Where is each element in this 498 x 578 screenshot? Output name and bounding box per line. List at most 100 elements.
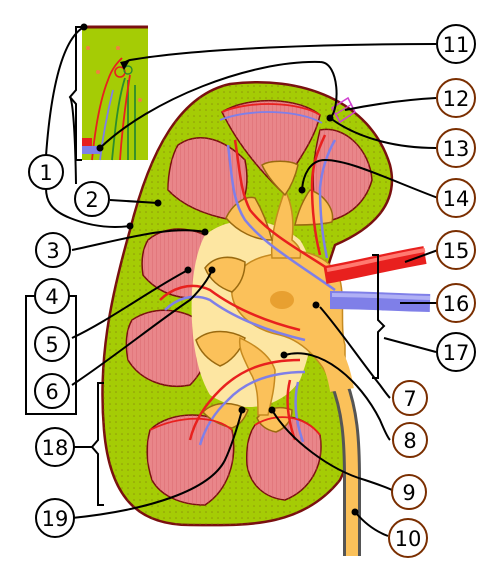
leader-12 bbox=[344, 97, 437, 111]
dot-1-b bbox=[126, 222, 134, 230]
label-text-17: 17 bbox=[443, 341, 470, 365]
label-7: 7 bbox=[392, 380, 428, 416]
label-circle-6 bbox=[34, 373, 70, 409]
arcuate-artery-mid bbox=[159, 284, 301, 332]
leader-3 bbox=[71, 229, 206, 251]
arcuate-artery-bottom-right bbox=[254, 416, 321, 436]
dot-3 bbox=[201, 228, 209, 236]
interlobar-vein-bottom bbox=[294, 381, 305, 443]
label-text-8: 8 bbox=[403, 429, 416, 453]
label-6: 6 bbox=[34, 373, 70, 409]
label-16: 16 bbox=[436, 283, 476, 323]
leader-9 bbox=[271, 409, 393, 491]
label-circle-19 bbox=[35, 498, 75, 538]
label-circle-17 bbox=[436, 332, 476, 372]
pelvis-outlet bbox=[309, 329, 354, 393]
label-text-10: 10 bbox=[395, 527, 422, 551]
leader-7 bbox=[319, 306, 391, 399]
label-text-11: 11 bbox=[443, 33, 470, 57]
dot-6 bbox=[208, 266, 216, 274]
label-circle-11 bbox=[436, 24, 476, 64]
minor-calyx-mid-left bbox=[204, 256, 246, 293]
label-circle-4 bbox=[34, 278, 70, 314]
leader-6 bbox=[71, 269, 213, 386]
label-circle-5 bbox=[34, 326, 70, 362]
intrarenal-vessels bbox=[149, 103, 337, 446]
minor-calyx-upper-left bbox=[225, 196, 273, 241]
label-text-13: 13 bbox=[443, 137, 470, 161]
interlobar-vein-upper bbox=[226, 144, 336, 292]
minor-calyx-top bbox=[261, 160, 299, 197]
label-circle-12 bbox=[436, 78, 476, 118]
label-18: 18 bbox=[35, 427, 75, 467]
leader-1 bbox=[45, 26, 85, 157]
label-text-15: 15 bbox=[443, 239, 470, 263]
leader-15 bbox=[404, 249, 439, 263]
label-3: 3 bbox=[35, 232, 71, 268]
label-text-3: 3 bbox=[46, 239, 59, 263]
label-10: 10 bbox=[388, 518, 428, 558]
label-circle-15 bbox=[436, 230, 476, 270]
arcuate-vein-top bbox=[219, 111, 323, 124]
label-text-19: 19 bbox=[42, 507, 69, 531]
label-circle-16 bbox=[436, 283, 476, 323]
label-text-6: 6 bbox=[45, 380, 58, 404]
label-circle-2 bbox=[74, 181, 110, 217]
label-5: 5 bbox=[34, 326, 70, 362]
dot-9 bbox=[268, 406, 276, 414]
dot-11 bbox=[96, 144, 104, 152]
label-17: 17 bbox=[436, 332, 476, 372]
leader-lines bbox=[45, 23, 439, 537]
dot-13 bbox=[326, 114, 334, 122]
label-1: 1 bbox=[28, 154, 64, 190]
pelvis-highlight bbox=[270, 291, 294, 309]
label-8: 8 bbox=[392, 422, 428, 458]
label-4: 4 bbox=[34, 278, 70, 314]
label-15: 15 bbox=[436, 230, 476, 270]
label-9: 9 bbox=[391, 474, 427, 510]
arcuate-artery-bottom bbox=[149, 417, 233, 431]
dot-8 bbox=[280, 351, 288, 359]
label-13: 13 bbox=[436, 128, 476, 168]
dot-5 bbox=[184, 266, 192, 274]
leader-2-b bbox=[69, 96, 77, 185]
label-text-9: 9 bbox=[402, 481, 415, 505]
label-text-14: 14 bbox=[443, 187, 470, 211]
leader-1-b bbox=[45, 187, 131, 228]
dot-10 bbox=[351, 508, 359, 516]
leader-17 bbox=[383, 337, 437, 353]
dot-19 bbox=[238, 406, 246, 414]
label-circle-10 bbox=[388, 518, 428, 558]
label-14: 14 bbox=[436, 178, 476, 218]
interlobar-vein-lower bbox=[198, 370, 306, 446]
label-2: 2 bbox=[74, 181, 110, 217]
label-circle-13 bbox=[436, 128, 476, 168]
inset-tubules bbox=[91, 57, 136, 161]
nephron-inset bbox=[82, 25, 148, 161]
leader-11-b bbox=[99, 60, 338, 149]
arcuate-artery-top bbox=[221, 103, 321, 116]
label-circle-3 bbox=[35, 232, 71, 268]
dot-14 bbox=[298, 186, 306, 194]
label-text-12: 12 bbox=[443, 87, 470, 111]
label-circle-9 bbox=[391, 474, 427, 510]
label-11: 11 bbox=[436, 24, 476, 64]
dot-2 bbox=[154, 199, 162, 207]
label-circle-7 bbox=[392, 380, 428, 416]
interlobar-vein-right bbox=[318, 139, 337, 259]
interlobar-artery-bottom bbox=[286, 379, 297, 441]
minor-calyx-lower-left bbox=[195, 330, 246, 367]
kidney-body bbox=[101, 80, 431, 556]
label-text-1: 1 bbox=[39, 161, 52, 185]
interlobar-artery-lower bbox=[188, 358, 301, 441]
arcuate-vein-mid bbox=[164, 295, 306, 342]
label-circle-18 bbox=[35, 427, 75, 467]
leader-14 bbox=[301, 158, 439, 199]
leader-5 bbox=[71, 269, 189, 339]
label-text-2: 2 bbox=[85, 188, 98, 212]
label-text-4: 4 bbox=[45, 285, 58, 309]
arrow-11 bbox=[120, 60, 130, 70]
